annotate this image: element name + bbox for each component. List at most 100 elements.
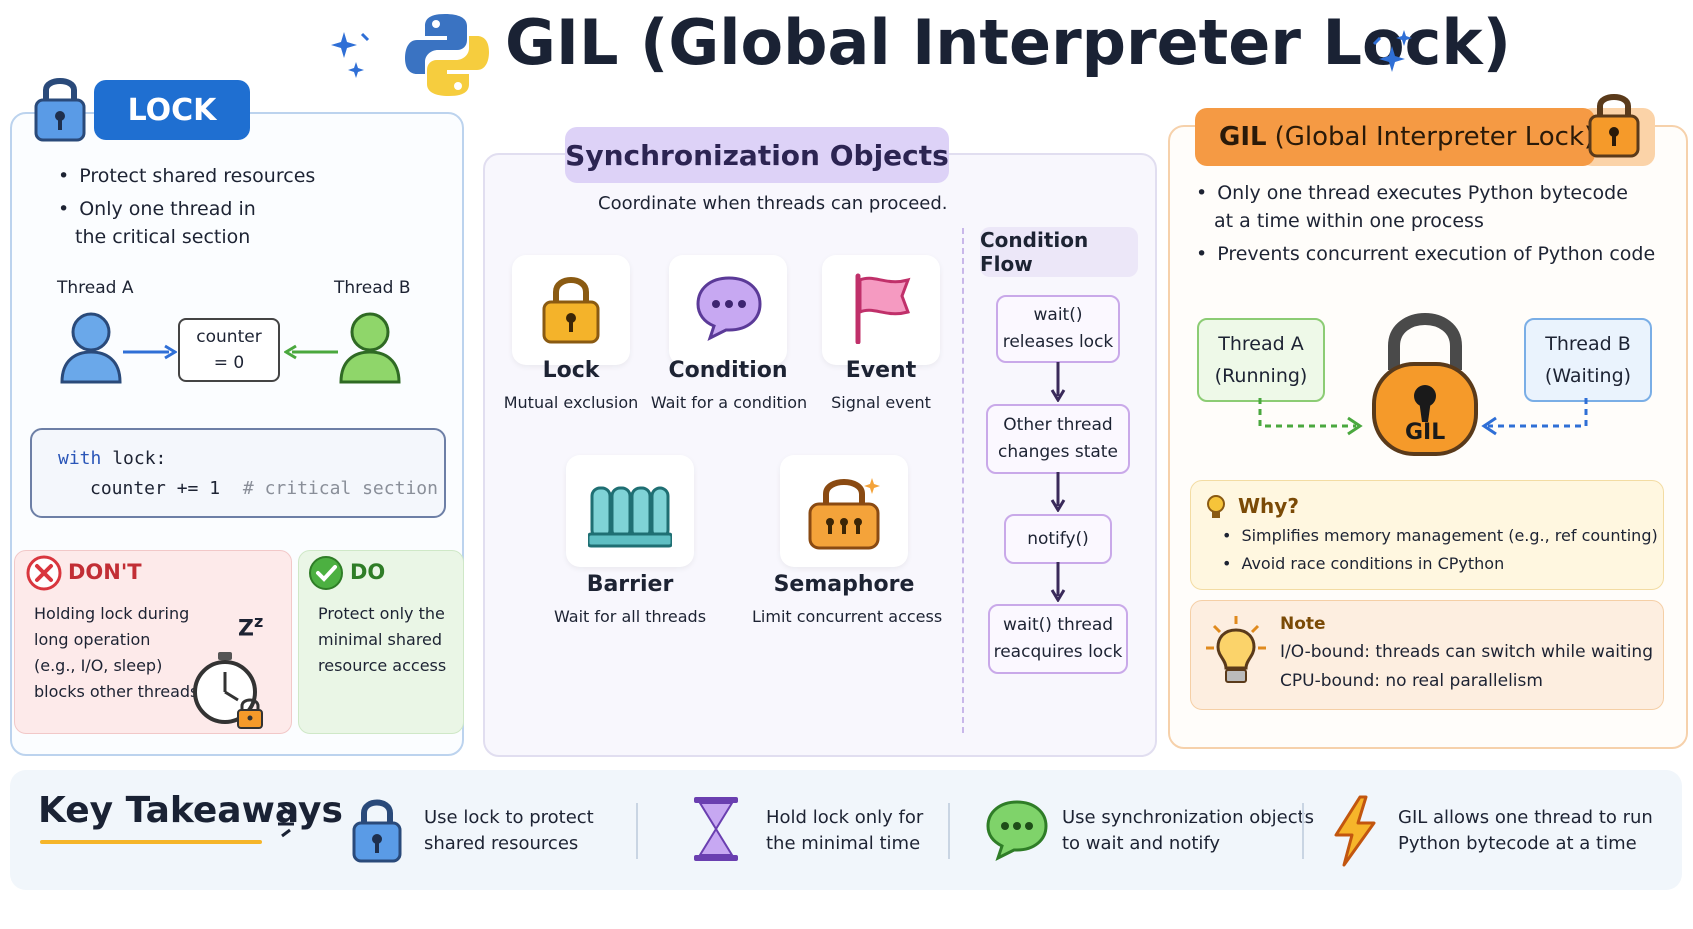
counter-label: counter — [196, 327, 262, 347]
chat-bubble-icon — [984, 798, 1050, 866]
do-text-1: Protect only the — [318, 604, 445, 623]
sync-obj-event-name: Event — [845, 358, 917, 383]
page-title: GIL (Global Interpreter Lock) — [505, 6, 1511, 79]
dont-title: DON'T — [68, 560, 142, 584]
takeaway-3-l1: Use synchronization objects — [1062, 807, 1315, 828]
code-comment: # critical section — [242, 478, 438, 499]
sync-title: Synchronization Objects — [565, 127, 949, 183]
dont-text-1: Holding lock during — [34, 604, 190, 623]
thread-a-avatar-icon — [58, 310, 124, 388]
gil-thread-a-state: (Running) — [1214, 365, 1308, 387]
gil-thread-b-name: Thread B — [1545, 333, 1631, 355]
lock-bullet-2-cont: the critical section — [75, 226, 251, 248]
sync-obj-condition-name: Condition — [668, 358, 788, 383]
gil-tag: GIL (Global Interpreter Lock) — [1195, 108, 1595, 166]
flow-step-2: Other thread changes state — [986, 404, 1130, 474]
takeaway-3-l2: to wait and notify — [1062, 833, 1221, 854]
padlock-icon — [1586, 86, 1642, 162]
gil-tag-strong: GIL — [1219, 122, 1267, 152]
thread-a-label: Thread A — [57, 278, 134, 298]
thread-b-label: Thread B — [334, 278, 411, 298]
lightbulb-icon — [1204, 494, 1228, 526]
sync-obj-semaphore-desc: Limit concurrent access — [752, 607, 943, 626]
takeaway-1-l2: shared resources — [424, 833, 579, 854]
sync-subtitle: Coordinate when threads can proceed. — [598, 193, 948, 214]
condition-flow-title: Condition Flow — [980, 227, 1138, 277]
flow-step-3: notify() — [1004, 514, 1112, 564]
sync-obj-semaphore-name: Semaphore — [773, 572, 915, 597]
why-title: Why? — [1238, 494, 1299, 518]
x-circle-icon — [26, 555, 62, 595]
arrow-right-icon — [123, 344, 178, 364]
counter-box: counter = 0 — [178, 318, 280, 382]
do-title: DO — [350, 560, 386, 584]
gil-bullet-1-cont: at a time within one process — [1214, 210, 1484, 232]
takeaway-4-l2: Python bytecode at a time — [1398, 833, 1637, 854]
check-circle-icon — [308, 555, 344, 595]
note-item-2: CPU-bound: no real parallelism — [1280, 671, 1543, 691]
sparkle-icon — [276, 800, 308, 844]
takeaway-4-l1: GIL allows one thread to run — [1398, 807, 1653, 828]
dont-text-4: blocks other threads — [34, 682, 199, 701]
flow-step-2-l2: changes state — [998, 442, 1118, 462]
dashed-arrow-left-icon — [1478, 398, 1590, 442]
arrow-down-icon — [1050, 362, 1066, 406]
gil-thread-a: Thread A (Running) — [1197, 318, 1325, 402]
sync-obj-condition-desc: Wait for a condition — [650, 393, 808, 412]
why-item-2: Avoid race conditions in CPython — [1222, 554, 1504, 573]
do-text-3: resource access — [318, 656, 447, 675]
arrow-down-icon — [1050, 472, 1066, 516]
gil-lock-label: GIL — [1405, 420, 1446, 445]
sparkle-icon — [330, 28, 374, 86]
gil-lock-icon — [1370, 304, 1480, 464]
flow-step-1-l1: wait() — [1033, 305, 1083, 325]
gil-thread-b: Thread B (Waiting) — [1524, 318, 1652, 402]
python-logo-icon — [405, 12, 489, 102]
why-item-1: Simplifies memory management (e.g., ref … — [1222, 526, 1657, 545]
zzz-large: Z — [238, 616, 254, 642]
code-line-2: counter += 1 — [90, 478, 221, 499]
dashed-arrow-right-icon — [1256, 398, 1366, 442]
flow-step-4-l2: reacquires lock — [993, 642, 1123, 662]
lightning-icon — [1330, 795, 1380, 871]
lock-tag: LOCK — [94, 80, 250, 140]
do-text-2: minimal shared — [318, 630, 443, 649]
gil-bullet-1: Only one thread executes Python bytecode — [1196, 182, 1628, 204]
sync-obj-barrier-name: Barrier — [586, 572, 674, 597]
footer-separator — [948, 803, 950, 859]
flow-step-4: wait() thread reacquires lock — [988, 604, 1128, 674]
note-title: Note — [1280, 614, 1326, 634]
flow-step-1: wait() releases lock — [996, 295, 1120, 363]
counter-value: = 0 — [213, 353, 245, 373]
code-keyword: with — [58, 448, 102, 469]
padlock-icon — [32, 70, 88, 146]
flow-step-1-l2: releases lock — [1002, 332, 1114, 352]
stopwatch-lock-icon — [190, 650, 270, 734]
code-line-1: lock: — [112, 448, 167, 469]
underline-decoration — [40, 840, 262, 844]
footer-separator — [636, 803, 638, 859]
gil-bullet-2: Prevents concurrent execution of Python … — [1196, 243, 1655, 265]
lock-bullet-1: Protect shared resources — [58, 165, 315, 187]
sparkle-icon — [1368, 28, 1412, 84]
note-item-1: I/O-bound: threads can switch while wait… — [1280, 642, 1653, 662]
lock-bullet-2: Only one thread in — [58, 198, 256, 220]
hourglass-icon — [692, 795, 740, 867]
code-snippet: with lock: counter += 1 # critical secti… — [30, 428, 446, 518]
zzz-text: Zz — [238, 612, 263, 641]
takeaway-1-l1: Use lock to protect — [424, 807, 594, 828]
arrow-left-icon — [283, 344, 338, 364]
sync-obj-lock-desc: Mutual exclusion — [503, 393, 639, 412]
padlock-icon — [350, 795, 404, 867]
dont-text-3: (e.g., I/O, sleep) — [34, 656, 163, 675]
note-card — [1190, 600, 1664, 710]
flow-step-2-l1: Other thread — [1003, 415, 1113, 435]
gil-tag-rest: (Global Interpreter Lock) — [1274, 122, 1595, 152]
flow-step-3-l1: notify() — [1027, 528, 1089, 549]
takeaway-2-l1: Hold lock only for — [766, 807, 924, 828]
thread-b-avatar-icon — [337, 310, 403, 388]
padlock-icon — [540, 270, 602, 348]
dont-text-2: long operation — [34, 630, 151, 649]
lightbulb-icon — [1206, 614, 1266, 694]
sync-obj-barrier-desc: Wait for all threads — [553, 607, 707, 626]
